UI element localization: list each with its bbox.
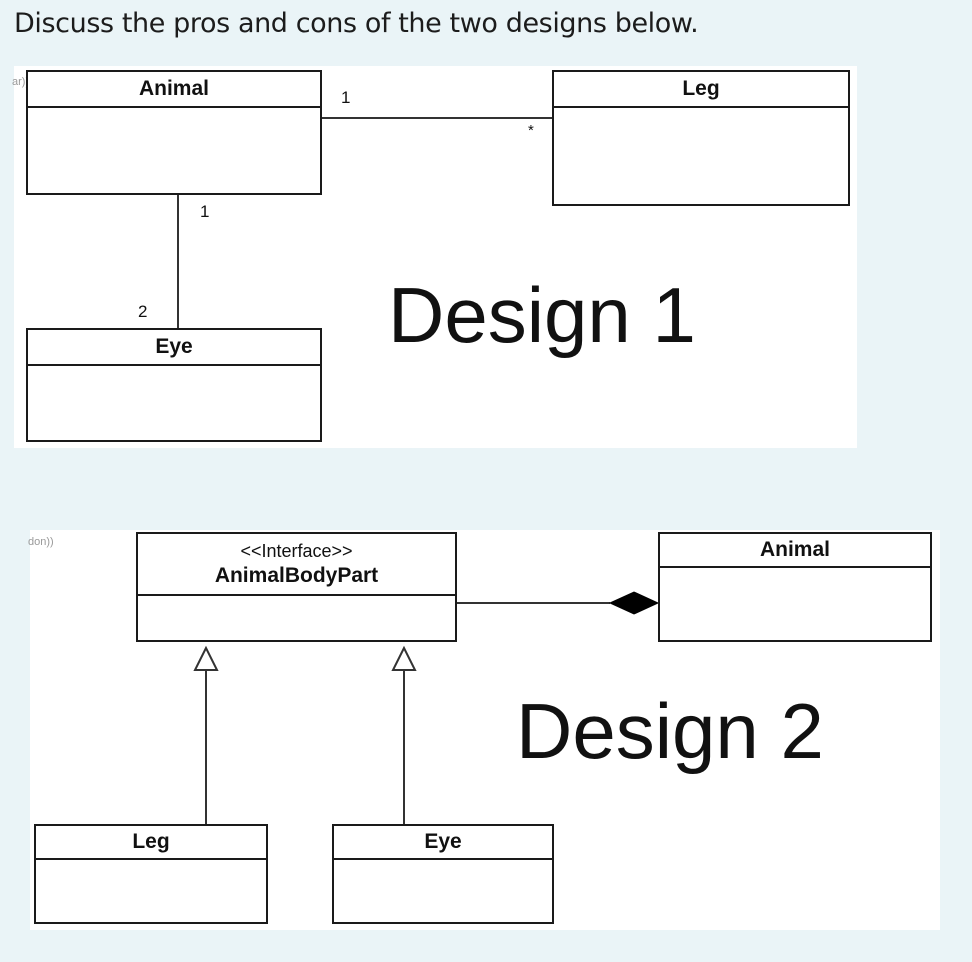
class-name: Leg bbox=[132, 830, 170, 853]
class-header: Animal bbox=[660, 534, 930, 568]
composition-diamond bbox=[608, 591, 660, 615]
eye-realization-arrowhead bbox=[391, 645, 417, 671]
leg-realization-arrowhead bbox=[193, 645, 219, 671]
class-name: Eye bbox=[424, 830, 462, 853]
class-eye: Eye bbox=[332, 824, 554, 924]
multiplicity-animal-leg-target: * bbox=[528, 122, 534, 139]
design1-panel: ar)) Animal Leg Eye 1 * 1 2 Design 1 bbox=[12, 66, 857, 448]
class-animal: Animal bbox=[658, 532, 932, 642]
multiplicity-animal-eye-source: 1 bbox=[200, 202, 210, 221]
corner-fragment: don)) bbox=[28, 536, 54, 548]
class-eye: Eye bbox=[26, 328, 322, 442]
class-header: Eye bbox=[334, 826, 552, 860]
class-name: Leg bbox=[682, 77, 720, 100]
multiplicity-animal-leg-source: 1 bbox=[341, 88, 351, 107]
corner-fragment: ar)) bbox=[12, 76, 30, 88]
design-caption: Design 2 bbox=[516, 687, 824, 775]
class-name: Eye bbox=[155, 335, 193, 358]
design2-panel: don)) <<Interface>> AnimalBodyPart Anima… bbox=[28, 530, 940, 930]
class-header: <<Interface>> AnimalBodyPart bbox=[138, 534, 455, 596]
class-name: Animal bbox=[138, 77, 209, 100]
class-header: Leg bbox=[36, 826, 266, 860]
design1-connectors bbox=[177, 117, 554, 332]
class-name: Animal bbox=[759, 538, 830, 561]
class-header: Leg bbox=[554, 72, 848, 108]
interface-animal-body-part: <<Interface>> AnimalBodyPart bbox=[136, 532, 457, 642]
class-leg: Leg bbox=[34, 824, 268, 924]
class-animal: Animal bbox=[26, 70, 322, 195]
class-name: AnimalBodyPart bbox=[214, 564, 379, 587]
class-header: Eye bbox=[28, 330, 320, 366]
question-text: Discuss the pros and cons of the two des… bbox=[14, 8, 699, 39]
multiplicity-animal-eye-target: 2 bbox=[138, 302, 148, 321]
design-caption: Design 1 bbox=[388, 271, 696, 359]
class-leg: Leg bbox=[552, 70, 850, 206]
design2-connectors bbox=[193, 591, 660, 824]
class-header: Animal bbox=[28, 72, 320, 108]
interface-stereotype: <<Interface>> bbox=[240, 541, 353, 561]
